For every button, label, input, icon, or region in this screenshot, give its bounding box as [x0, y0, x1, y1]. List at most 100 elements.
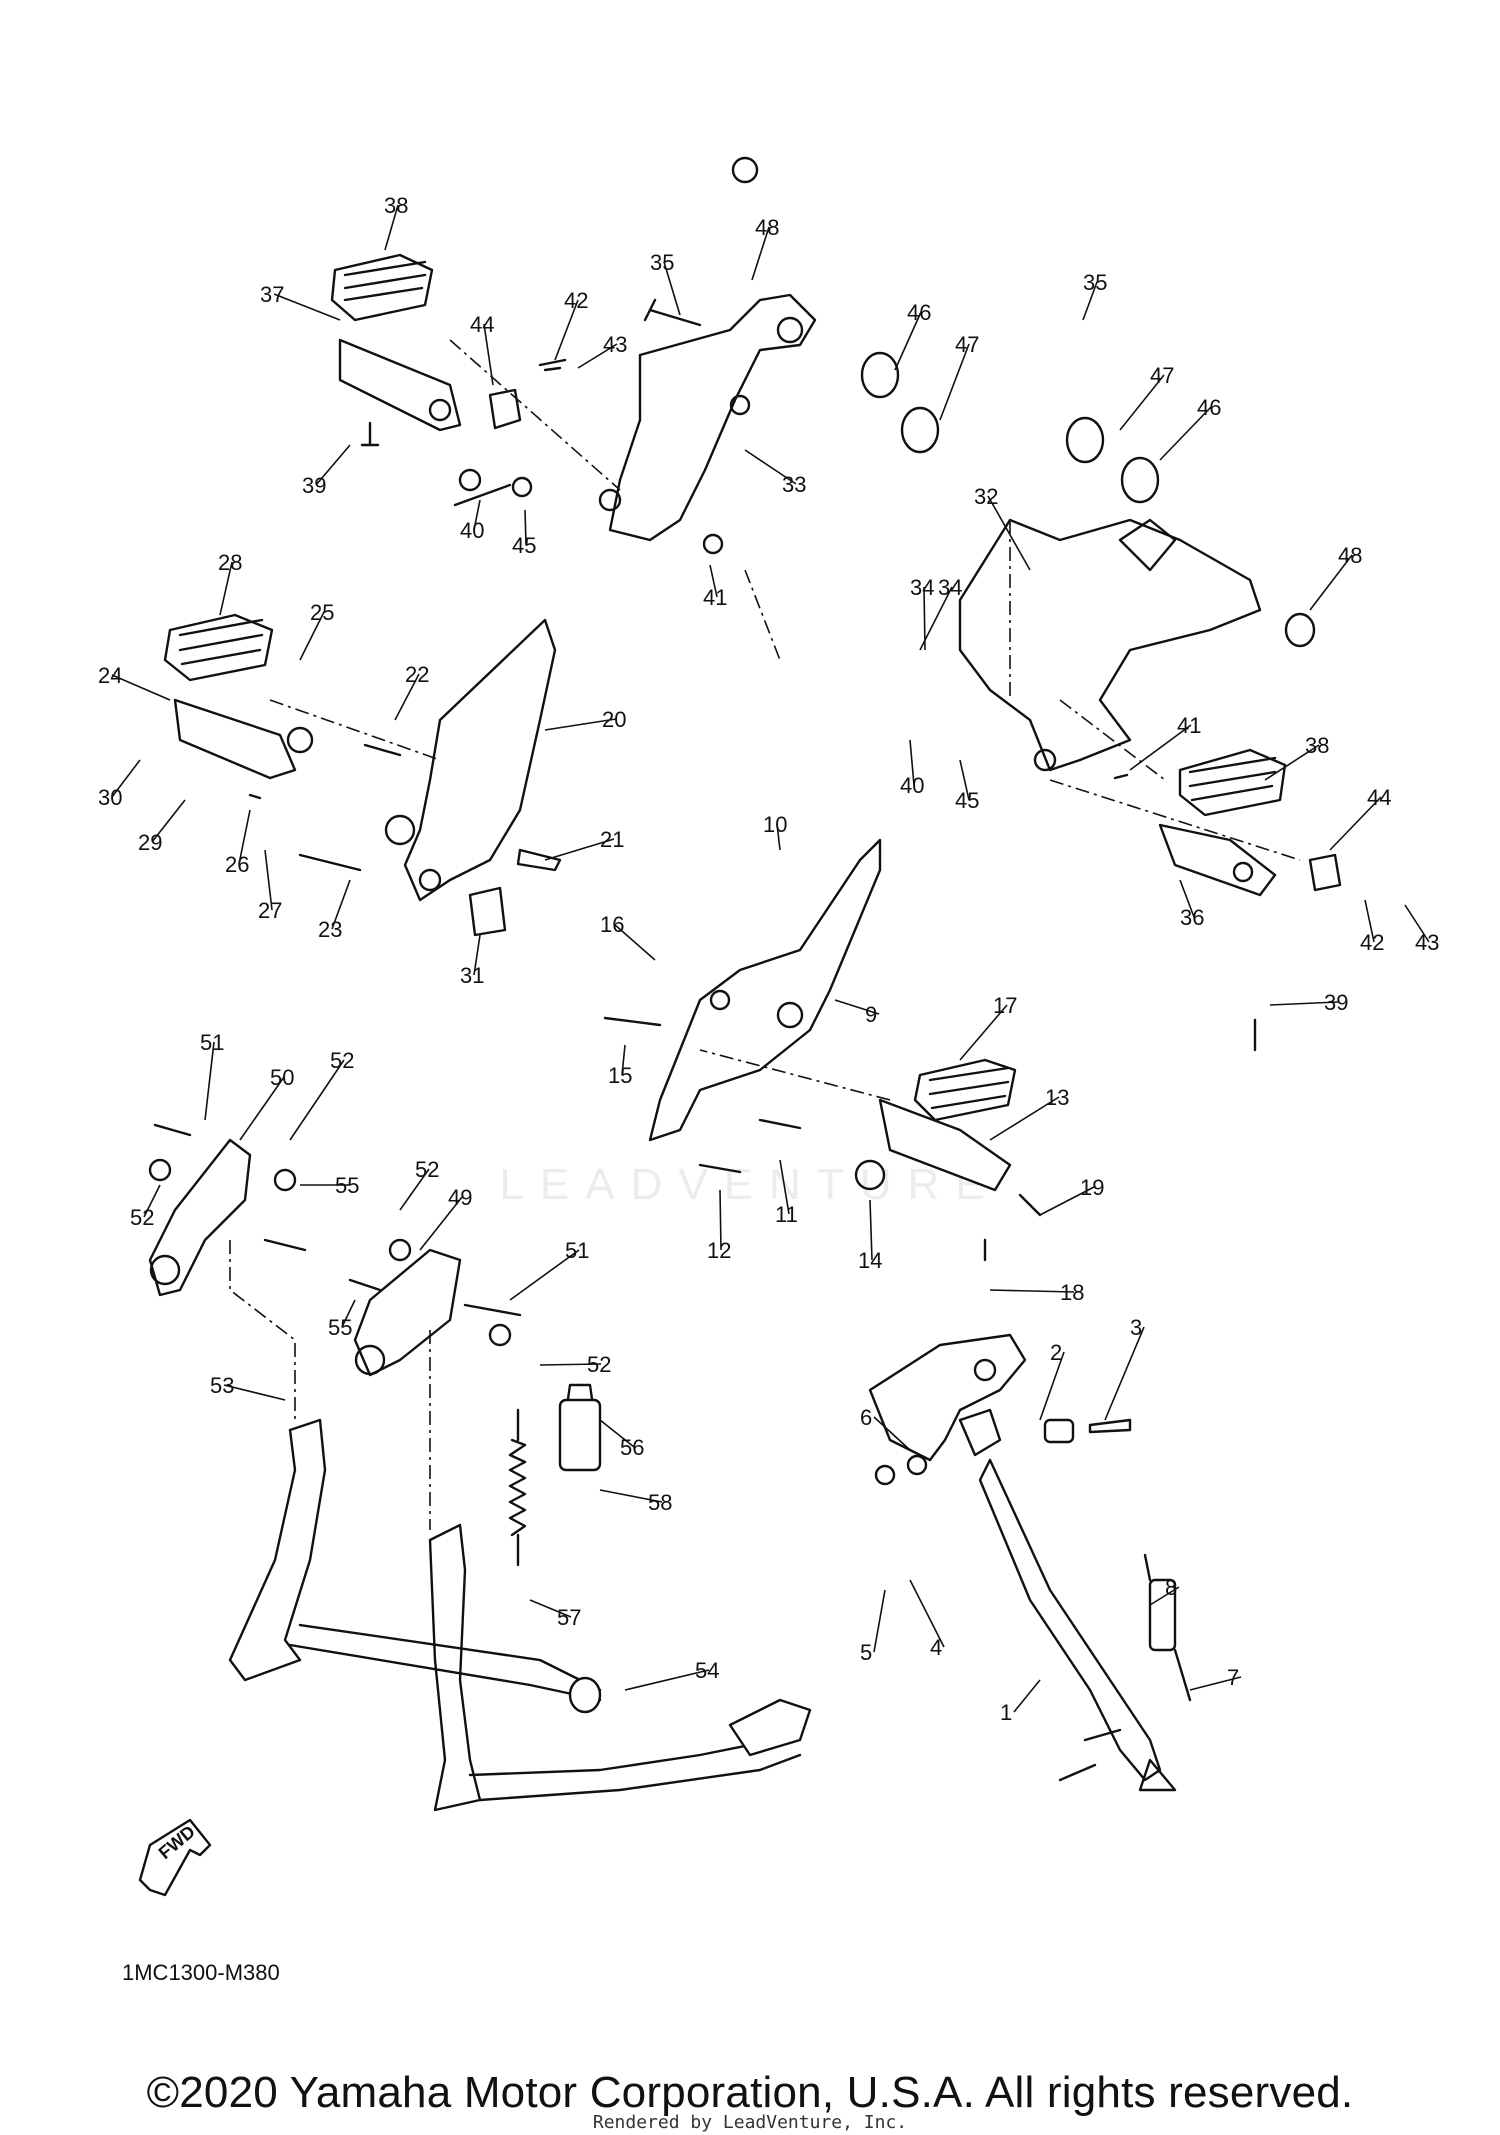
callout-leader-52: [539, 1363, 602, 1366]
callout-39: 39: [1324, 990, 1348, 1015]
callout-leader-30: [111, 759, 141, 798]
callout-leader-43: [1404, 904, 1430, 943]
callout-42: 42: [1360, 930, 1384, 955]
callout-leader-35: [1082, 281, 1098, 321]
callout-26: 26: [225, 852, 249, 877]
callout-leader-38: [1264, 744, 1320, 781]
callout-13: 13: [1045, 1085, 1069, 1110]
callout-leader-45: [959, 759, 970, 801]
callout-40: 40: [900, 773, 924, 798]
callout-leader-56: [599, 1419, 635, 1448]
leadventure-watermark: LEADVENTURE: [499, 1160, 1001, 1209]
callout-48: 48: [1338, 543, 1362, 568]
callout-45: 45: [955, 788, 979, 813]
callout-leader-41: [709, 564, 718, 598]
callout-37: 37: [260, 282, 284, 307]
callout-35: 35: [650, 250, 674, 275]
callout-leader-52: [289, 1059, 345, 1141]
callout-leader-46: [894, 311, 922, 371]
callout-7: 7: [1227, 1665, 1239, 1690]
callout-25: 25: [310, 600, 334, 625]
callout-leader-10: [776, 823, 781, 851]
callout-47: 47: [955, 332, 979, 357]
callout-leader-58: [599, 1489, 663, 1503]
callout-leader-4: [909, 1579, 945, 1648]
callout-leader-54: [624, 1669, 710, 1691]
callout-48: 48: [755, 215, 779, 240]
callout-35: 35: [1083, 270, 1107, 295]
callout-leader-8: [1149, 1586, 1180, 1606]
callout-14: 14: [858, 1248, 882, 1273]
callout-leader-47: [939, 343, 970, 421]
callout-54: 54: [695, 1658, 719, 1683]
callout-11: 11: [775, 1202, 798, 1227]
callout-40: 40: [460, 518, 484, 543]
callout-45: 45: [512, 533, 536, 558]
leader-lines: [229, 339, 1301, 1530]
callout-leader-35: [663, 261, 681, 316]
callout-leader-45: [524, 509, 527, 546]
callout-51: 51: [565, 1238, 589, 1263]
callout-56: 56: [620, 1435, 644, 1460]
callout-38: 38: [1305, 733, 1329, 758]
callout-leader-51: [204, 1041, 215, 1121]
callout-leader-40: [909, 739, 915, 786]
callout-leader-13: [989, 1096, 1060, 1141]
callout-20: 20: [602, 707, 626, 732]
callout-47: 47: [1150, 363, 1174, 388]
callout-leader-32: [987, 495, 1031, 571]
callout-29: 29: [138, 830, 162, 855]
callout-24: 24: [98, 663, 122, 688]
callout-leader-48: [751, 226, 770, 281]
callout-leader-38: [384, 204, 399, 251]
callout-leader-21: [544, 838, 615, 861]
callout-42: 42: [564, 288, 588, 313]
callout-31: 31: [460, 963, 484, 988]
callout-leader-22: [394, 673, 420, 721]
callout-leader-47: [1119, 374, 1165, 431]
callout-leader-23: [331, 879, 351, 930]
callout-leader-17: [959, 1004, 1008, 1061]
callout-leader-29: [151, 799, 186, 843]
callout-leader-2: [1039, 1351, 1065, 1421]
callout-leader-39: [315, 444, 351, 486]
callout-52: 52: [415, 1157, 439, 1182]
callout-58: 58: [648, 1490, 672, 1515]
callout-leader-27: [264, 849, 273, 911]
callout-leader-52: [399, 1168, 430, 1211]
callout-6: 6: [860, 1405, 872, 1430]
callout-49: 49: [448, 1185, 472, 1210]
callout-leader-39: [1269, 1001, 1339, 1006]
callout-leader-48: [1309, 554, 1353, 611]
callout-leader-31: [473, 934, 481, 976]
callout-leader-18: [989, 1289, 1075, 1293]
callout-8: 8: [1165, 1575, 1177, 1600]
callout-leader-12: [719, 1189, 722, 1251]
callout-leader-52: [143, 1184, 161, 1218]
callout-leader-11: [779, 1159, 790, 1215]
callout-leader-19: [1039, 1186, 1095, 1216]
callout-5: 5: [860, 1640, 872, 1665]
callout-12: 12: [707, 1238, 731, 1263]
callout-52: 52: [330, 1048, 354, 1073]
callout-leader-26: [238, 809, 251, 865]
callout-44: 44: [1367, 785, 1391, 810]
callout-leader-28: [219, 561, 233, 616]
callout-22: 22: [405, 662, 429, 687]
callout-leader-25: [299, 611, 325, 661]
callout-leader-44: [483, 323, 494, 386]
callout-1: 1: [1000, 1700, 1012, 1725]
callout-leader-36: [1179, 879, 1195, 918]
callout-leader-53: [223, 1384, 286, 1401]
callout-57: 57: [557, 1605, 581, 1630]
callout-leader-41: [1129, 724, 1192, 771]
callout-leader-43: [577, 343, 618, 369]
rendered-by-credit: Rendered by LeadVenture, Inc.: [592, 2112, 908, 2133]
callout-34: 34: [910, 575, 934, 600]
callout-leader-55: [341, 1299, 356, 1328]
part-callouts: 1234567891011121314151617181920212223242…: [98, 193, 1439, 1725]
callout-15: 15: [608, 1063, 632, 1088]
callout-55: 55: [335, 1173, 359, 1198]
callout-50: 50: [270, 1065, 294, 1090]
